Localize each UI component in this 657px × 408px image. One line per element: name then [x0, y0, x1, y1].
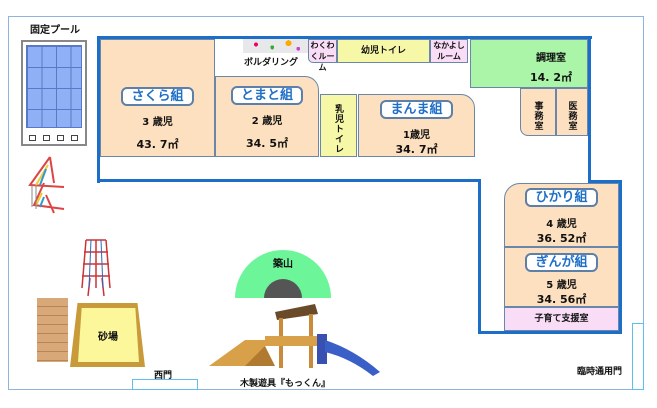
room-label: 乳児トイレ: [333, 103, 343, 154]
room-label: 調理室: [536, 53, 566, 64]
room-manma: まんま組 1歳児 34. 7㎡: [358, 94, 475, 157]
west-gate-label: 西門: [154, 371, 173, 381]
age: 3 歳児: [142, 117, 173, 128]
sandpit-label: 砂場: [98, 332, 118, 343]
room-infant-toilet: 乳児トイレ: [320, 94, 357, 157]
temporary-gate: [632, 323, 644, 390]
site-boundary: [8, 16, 644, 390]
room-label: わくわくルーム: [310, 41, 335, 72]
wooden-play-structure-icon: [209, 304, 380, 376]
room-ginga: ぎんが組 5 歳児 34. 56㎡: [504, 247, 619, 307]
area: 43. 7㎡: [136, 138, 179, 151]
wall: [588, 36, 591, 183]
wall: [588, 180, 622, 183]
wall: [97, 36, 100, 183]
age: 5 歳児: [546, 280, 577, 291]
room-kitchen: 調理室 14. 2㎡: [470, 39, 588, 88]
bouldering-wall-image: [243, 39, 308, 53]
room-label: 事務室: [532, 101, 543, 131]
age: 2 歳児: [251, 116, 283, 127]
room-office: 事務室: [520, 88, 556, 136]
area: 14. 2㎡: [530, 71, 572, 84]
climbing-frame-icon: [28, 156, 65, 214]
west-gate: [132, 379, 198, 390]
wooden-play-label: 木製遊具『もっくん』: [240, 379, 331, 389]
room-nakayoshi: なかよしルーム: [430, 39, 468, 63]
class-name: ひかり組: [525, 188, 598, 207]
age: 1歳児: [403, 130, 430, 141]
wall: [478, 179, 481, 334]
class-name: とまと組: [230, 86, 303, 105]
class-name: さくら組: [121, 87, 194, 106]
wall: [97, 179, 481, 182]
room-label: 医務室: [566, 101, 577, 131]
room-medical: 医務室: [556, 88, 588, 136]
area: 34. 5㎡: [246, 137, 288, 150]
sandpit: [70, 303, 145, 367]
room-hikari: ひかり組 4 歳児 36. 52㎡: [504, 183, 619, 247]
age: 4 歳児: [546, 219, 577, 230]
room-label: 幼児トイレ: [360, 46, 406, 56]
wall: [619, 180, 622, 334]
wall: [478, 331, 622, 334]
wooden-deck: [37, 298, 68, 362]
area: 34. 7㎡: [395, 143, 438, 156]
wall: [97, 36, 592, 39]
tsukiyama-mound: [235, 250, 331, 298]
area: 34. 56㎡: [536, 293, 587, 306]
pool-label: 固定プール: [30, 25, 80, 36]
room-label: 子育て支援室: [534, 314, 589, 324]
tsukiyama-label: 築山: [273, 259, 293, 270]
room-support: 子育て支援室: [504, 307, 619, 331]
room-child-toilet: 幼児トイレ: [337, 39, 430, 63]
jungle-gym-icon: [81, 239, 111, 297]
class-name: まんま組: [380, 100, 453, 119]
room-sakura: さくら組 3 歳児 43. 7㎡: [100, 39, 215, 157]
class-name: ぎんが組: [525, 253, 598, 272]
area: 36. 52㎡: [536, 232, 587, 245]
room-label: なかよしルーム: [433, 41, 465, 61]
room-tomato: とまと組 2 歳児 34. 5㎡: [215, 76, 319, 157]
temporary-gate-label: 臨時通用門: [577, 367, 623, 377]
bouldering-label: ボルダリング: [244, 58, 299, 68]
room-wakuwaku: わくわくルーム: [308, 39, 337, 72]
fixed-pool: [21, 40, 87, 146]
